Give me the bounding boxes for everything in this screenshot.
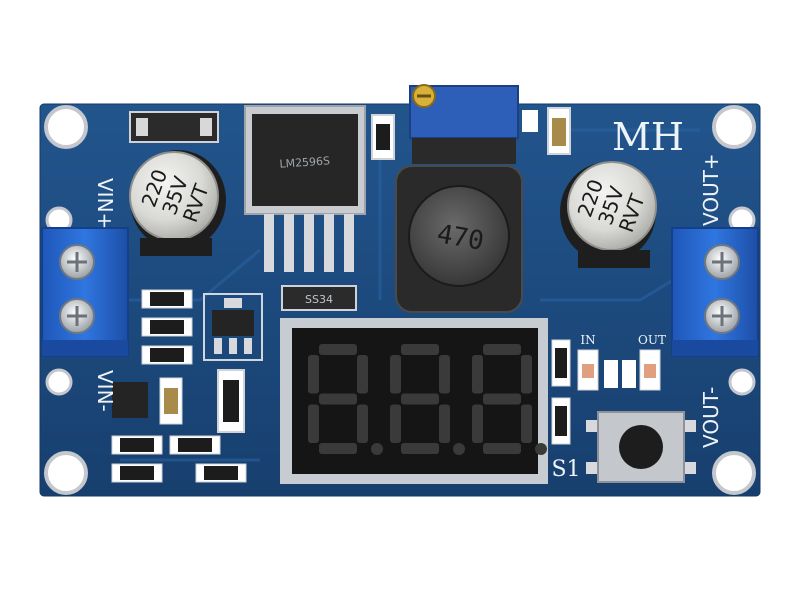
display-segment xyxy=(483,393,521,405)
smd-cap-2 xyxy=(522,110,538,132)
display-segment xyxy=(472,404,483,443)
display-segment xyxy=(357,404,368,443)
display-segment xyxy=(521,355,532,394)
label-vout-plus: VOUT+ xyxy=(699,153,723,226)
display-segment xyxy=(472,355,483,394)
display-segment xyxy=(439,355,450,394)
label-out: OUT xyxy=(638,333,666,347)
display-decimal-point xyxy=(535,443,547,455)
display-segment xyxy=(401,393,439,405)
terminal-block-output[interactable] xyxy=(671,227,759,357)
display-segment xyxy=(390,404,401,443)
maker-mark: MH xyxy=(612,115,684,159)
label-s1: S1 xyxy=(551,457,580,482)
inductor xyxy=(395,165,523,313)
diode-label: SS34 xyxy=(305,293,333,306)
pcb-traces xyxy=(100,128,700,462)
display-segment xyxy=(439,404,450,443)
display-segment xyxy=(319,393,357,405)
label-in: IN xyxy=(580,333,595,347)
display-digit xyxy=(308,344,383,455)
display-segment xyxy=(308,404,319,443)
display-segment xyxy=(483,443,521,454)
display-decimal-point xyxy=(453,443,465,455)
status-leds xyxy=(551,339,661,445)
display-digit xyxy=(390,344,465,455)
label-vin-minus: VIN- xyxy=(93,370,117,412)
regulator-text: LM2596S xyxy=(279,154,330,170)
smd-diode-ss34 xyxy=(281,285,357,311)
display-segment xyxy=(357,355,368,394)
display-segment xyxy=(308,355,319,394)
voltage-regulator-small xyxy=(203,293,263,361)
trim-potentiometer[interactable] xyxy=(409,84,519,164)
display-decimal-point xyxy=(371,443,383,455)
display-digit xyxy=(472,344,547,455)
display-segment xyxy=(521,404,532,443)
capacitor-left xyxy=(129,150,226,256)
terminal-block-input[interactable] xyxy=(41,227,129,357)
display-segment xyxy=(401,443,439,454)
display-segment xyxy=(319,344,357,355)
capacitor-right xyxy=(560,161,657,268)
display-segment xyxy=(401,344,439,355)
smd-components-left-bottom xyxy=(111,369,247,483)
tactile-switch-s1[interactable] xyxy=(586,411,696,483)
display-segment xyxy=(483,344,521,355)
display-digits xyxy=(308,344,547,455)
display-segment xyxy=(319,443,357,454)
label-vout-minus: VOUT- xyxy=(699,387,723,448)
display-segment xyxy=(390,355,401,394)
label-vin-plus: VIN+ xyxy=(93,178,117,229)
resistors-left xyxy=(141,289,193,365)
regulator-ic xyxy=(244,105,366,272)
